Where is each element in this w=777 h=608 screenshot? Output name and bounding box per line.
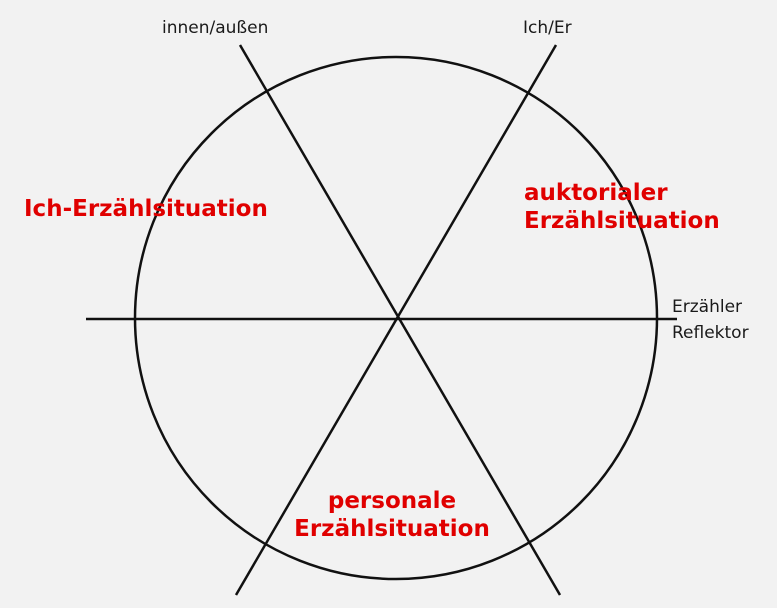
axis-label-ich-er: Ich/Er — [523, 18, 572, 38]
region-personal-line2: Erzählsituation — [294, 515, 490, 542]
region-auktorial-line2: Erzählsituation — [524, 207, 720, 234]
region-personale-erzaehlsituation: personale Erzählsituation — [292, 488, 492, 543]
region-ich-label: Ich-Erzählsituation — [24, 196, 268, 222]
region-auktorial-line1: auktorialer — [524, 180, 668, 206]
region-auktoriale-erzaehlsituation: auktorialer Erzählsituation — [524, 180, 720, 235]
region-ich-erzaehlsituation: Ich-Erzählsituation — [24, 196, 268, 224]
axis-label-reflektor: Reflektor — [672, 323, 749, 343]
axis-label-innen-aussen: innen/außen — [162, 18, 269, 38]
region-personal-line1: personale — [327, 488, 457, 514]
axis-label-erzaehler: Erzähler — [672, 297, 743, 317]
